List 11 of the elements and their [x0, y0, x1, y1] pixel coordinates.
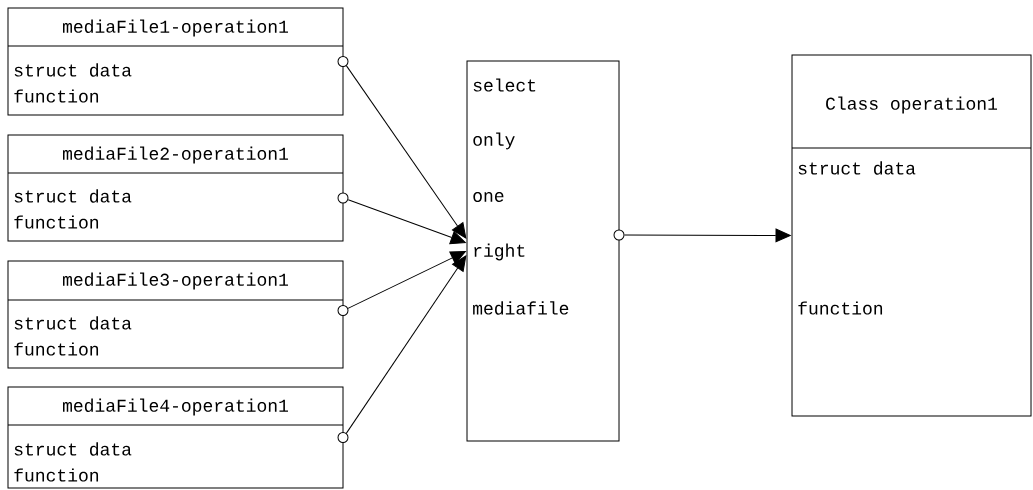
class-box: mediaFile4-operation1 struct data function	[7, 386, 349, 489]
class-box: mediaFile2-operation1 struct data function	[7, 134, 349, 242]
arrow	[347, 199, 466, 245]
class-box: mediaFile3-operation1 struct data function	[7, 260, 349, 369]
arrow	[624, 228, 791, 243]
arrow	[347, 251, 466, 309]
list-box: select only one right mediafile	[466, 60, 625, 442]
class-box: mediaFile1-operation1 struct data function	[7, 7, 349, 116]
arrow	[345, 255, 467, 434]
class-box: Class operation1 struct data function	[791, 54, 1032, 417]
arrow	[345, 65, 467, 239]
